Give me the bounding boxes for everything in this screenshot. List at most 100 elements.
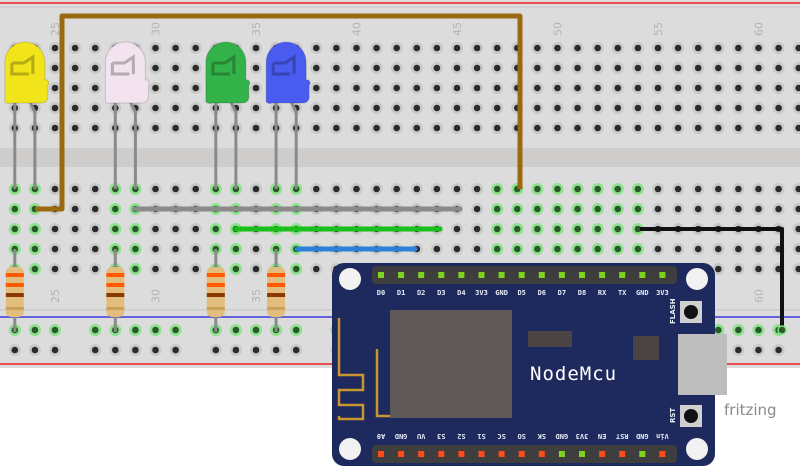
pin-d8[interactable] (579, 272, 585, 278)
resistor[interactable] (106, 249, 125, 332)
breadboard-hole-center (795, 84, 800, 92)
brown-wire[interactable] (35, 13, 523, 212)
pin-label: S1 (477, 432, 485, 440)
usb-connector (678, 334, 727, 395)
breadboard-hole-center (393, 185, 401, 193)
breadboard-hole-center (594, 104, 601, 112)
breadboard-hole-center (152, 44, 159, 52)
breadboard-hole-center (594, 84, 601, 92)
flash-button-cap[interactable] (684, 305, 698, 319)
resistor-band (267, 283, 286, 287)
breadboard-hole-center (232, 326, 240, 334)
resistor[interactable] (5, 249, 24, 332)
pin-rx[interactable] (599, 272, 606, 278)
pin-d7[interactable] (558, 272, 565, 278)
reset-button-cap[interactable] (684, 409, 698, 423)
breadboard-hole-center (51, 225, 59, 233)
column-label: 30 (150, 22, 163, 36)
pin-tx[interactable] (619, 272, 626, 278)
pin-gnd[interactable] (498, 272, 505, 278)
breadboard-hole-center (172, 84, 179, 92)
breadboard-hole-center (594, 245, 601, 253)
green-led[interactable] (205, 41, 251, 189)
breadboard-hole-center (694, 84, 702, 92)
pin-vin[interactable] (659, 451, 666, 457)
pin-3v3[interactable] (478, 272, 485, 278)
pin-d1[interactable] (398, 272, 405, 278)
led-body (4, 41, 50, 104)
pin-s3[interactable] (438, 451, 445, 457)
pin-3v3[interactable] (659, 272, 666, 278)
pin-label: EN (598, 432, 606, 440)
breadboard-hole-center (694, 245, 702, 253)
pin-d4[interactable] (458, 272, 465, 278)
breadboard-hole-center (594, 44, 601, 52)
pin-d6[interactable] (538, 272, 545, 278)
pin-label: S2 (457, 432, 465, 440)
resistor-band (5, 307, 24, 310)
breadboard-hole-center (91, 265, 99, 273)
pin-gnd[interactable] (558, 451, 565, 457)
breadboard-hole-center (775, 64, 782, 72)
resistor[interactable] (267, 249, 286, 332)
pin-d2[interactable] (418, 272, 425, 278)
breadboard-hole-center (132, 245, 139, 253)
pin-label: GND (636, 289, 649, 297)
pin-a0[interactable] (378, 451, 384, 457)
pin-label: GND (556, 432, 569, 440)
breadboard-hole-center (594, 185, 601, 193)
white-led[interactable] (104, 41, 150, 189)
pin-s2[interactable] (458, 451, 465, 457)
breadboard-hole-center (172, 245, 179, 253)
resistor[interactable] (206, 249, 225, 332)
breadboard-hole-center (71, 84, 79, 92)
breadboard-hole-center (493, 245, 501, 253)
breadboard-hole-center (373, 84, 380, 92)
pin-so[interactable] (518, 451, 525, 457)
breadboard-hole-center (755, 265, 762, 273)
breadboard-hole-center (574, 104, 581, 112)
breadboard-hole-center (91, 104, 99, 112)
wire-end (777, 325, 787, 335)
breadboard-hole-center (735, 124, 742, 132)
pin-sc[interactable] (498, 451, 505, 457)
breadboard-hole-center (172, 185, 179, 193)
column-label: 35 (250, 289, 263, 303)
breadboard-hole-center (694, 64, 702, 72)
breadboard-hole-center (715, 326, 722, 334)
blue-led[interactable] (265, 41, 311, 189)
breadboard-hole-center (91, 84, 99, 92)
resistor-body (106, 267, 125, 317)
breadboard-hole-center (373, 64, 380, 72)
pin-vu[interactable] (418, 451, 425, 457)
pin-d0[interactable] (378, 272, 384, 278)
pin-d5[interactable] (518, 272, 525, 278)
black-wire[interactable] (640, 227, 784, 330)
breadboard-hole-center (393, 84, 401, 92)
led-die-icon (271, 54, 296, 76)
breadboard-hole-center (11, 205, 19, 213)
yellow-led[interactable] (4, 41, 50, 189)
breadboard-hole-center (413, 185, 421, 193)
breadboard-hole-center (252, 44, 260, 52)
breadboard-hole-center (192, 185, 199, 193)
breadboard-hole-center (654, 245, 662, 253)
column-label: 30 (150, 289, 163, 303)
pin-gnd[interactable] (639, 272, 646, 278)
led-body (205, 41, 251, 104)
breadboard-hole-center (91, 44, 99, 52)
pin-gnd[interactable] (639, 451, 646, 457)
pin-d3[interactable] (438, 272, 445, 278)
resistor-band (5, 273, 24, 277)
breadboard-hole-center (775, 205, 782, 213)
pin-s1[interactable] (478, 451, 485, 457)
pin-gnd[interactable] (398, 451, 405, 457)
pin-en[interactable] (599, 451, 606, 457)
pin-3v3[interactable] (579, 451, 585, 457)
pin-rst[interactable] (619, 451, 626, 457)
breadboard-hole-center (252, 245, 260, 253)
pin-sk[interactable] (538, 451, 545, 457)
column-label: 35 (250, 22, 263, 36)
